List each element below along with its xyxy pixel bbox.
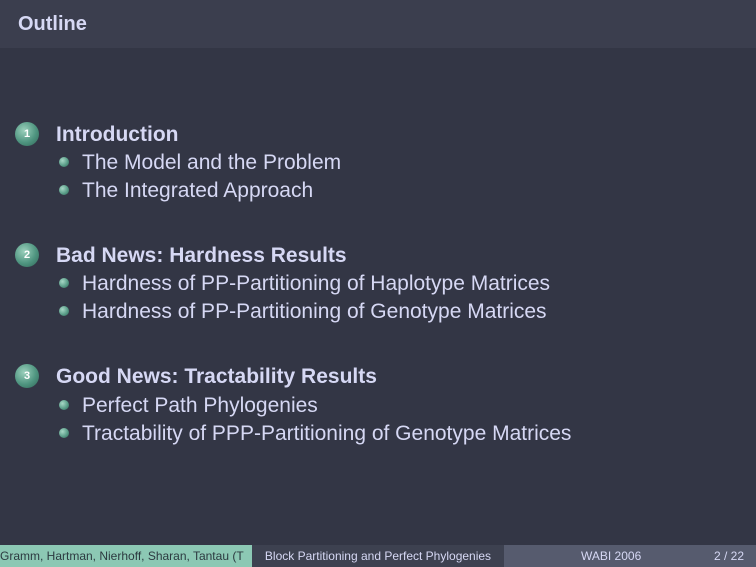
footer-talk-title: Block Partitioning and Perfect Phylogeni… — [252, 545, 504, 567]
bullet-icon — [59, 278, 69, 288]
section-title: Bad News: Hardness Results — [56, 244, 347, 267]
subsection-item: Hardness of PP-Partitioning of Genotype … — [82, 300, 547, 323]
bullet-icon — [59, 157, 69, 167]
section-number-badge: 1 — [15, 122, 39, 146]
subsection-item: Tractability of PPP-Partitioning of Geno… — [82, 422, 572, 445]
subsection-item: Hardness of PP-Partitioning of Haplotype… — [82, 272, 551, 295]
subsection-item: Perfect Path Phylogenies — [82, 394, 318, 417]
footer-event: WABI 2006 — [581, 549, 642, 563]
footer-page-number: 2 / 22 — [713, 549, 744, 563]
bullet-icon — [59, 400, 69, 410]
footer-right: WABI 2006 2 / 22 — [504, 545, 756, 567]
bullet-icon — [59, 428, 69, 438]
footer-bar: Gramm, Hartman, Nierhoff, Sharan, Tantau… — [0, 545, 756, 567]
section-number-badge: 2 — [15, 243, 39, 267]
frame-title: Outline — [18, 13, 87, 35]
frame-title-bar: Outline — [0, 0, 756, 48]
subsection-item: The Integrated Approach — [82, 179, 314, 202]
section-title: Good News: Tractability Results — [56, 365, 377, 388]
section-number-badge: 3 — [15, 364, 39, 388]
bullet-icon — [59, 185, 69, 195]
bullet-icon — [59, 306, 69, 316]
section-title: Introduction — [56, 123, 179, 146]
subsection-item: The Model and the Problem — [82, 151, 342, 174]
footer-authors: Gramm, Hartman, Nierhoff, Sharan, Tantau… — [0, 545, 252, 567]
